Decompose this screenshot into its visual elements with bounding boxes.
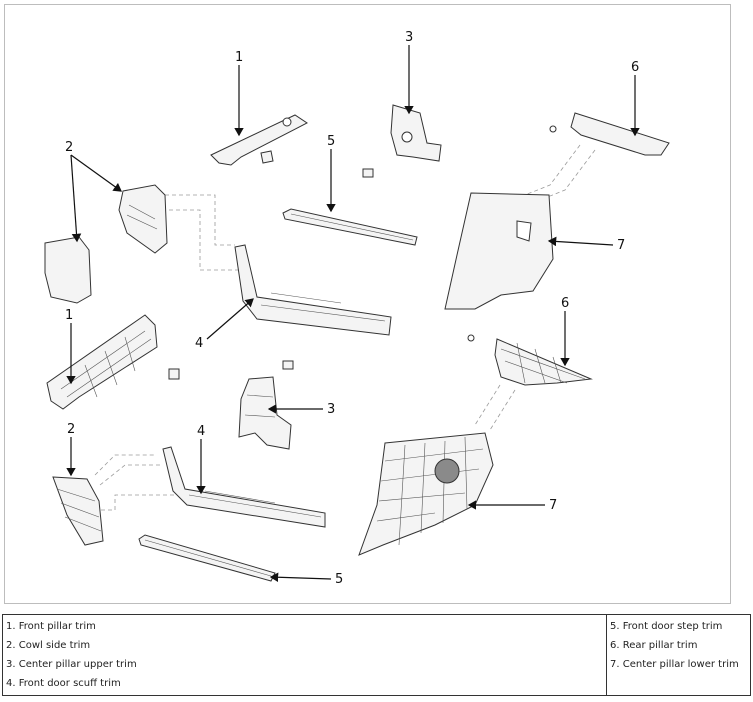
front-pillar-trim-lower [46, 314, 180, 410]
legend-item-3: 3. Center pillar upper trim [6, 659, 137, 670]
center-pillar-upper-trim-top [362, 104, 442, 178]
front-door-scuff-trim-bottom [162, 446, 326, 528]
parts-diagram: 1 3 6 5 2 7 4 1 6 3 7 4 2 5 [4, 4, 731, 604]
diagram-canvas: 1 3 6 5 2 7 4 1 6 3 7 4 2 5 [44, 30, 670, 587]
callout-7-mid: 7 [617, 238, 625, 253]
cowl-side-trim-upper [44, 184, 168, 304]
assembly-guide-lines [80, 144, 596, 511]
center-pillar-upper-trim-lower [238, 360, 294, 450]
cowl-side-trim-lower [52, 476, 104, 546]
legend-row: 1. Front pillar trim 2. Cowl side trim 3… [2, 614, 751, 696]
callout-2-top: 2 [65, 140, 73, 155]
callout-4-low: 4 [197, 424, 205, 439]
front-pillar-trim-top [210, 114, 308, 166]
legend-item-6: 6. Rear pillar trim [610, 640, 698, 651]
callout-1-top: 1 [235, 50, 243, 65]
legend-left-column: 1. Front pillar trim 2. Cowl side trim 3… [2, 614, 607, 696]
callout-3-top: 3 [405, 30, 413, 45]
front-door-scuff-trim-top [234, 244, 392, 336]
center-pillar-lower-trim-bottom [358, 432, 494, 556]
rear-pillar-trim-top [549, 112, 670, 156]
legend-item-5: 5. Front door step trim [610, 621, 723, 632]
callout-4-mid: 4 [195, 336, 203, 351]
legend-right-column: 5. Front door step trim 6. Rear pillar t… [606, 614, 751, 696]
callout-1-mid: 1 [65, 308, 73, 323]
leader-lines [66, 45, 640, 583]
legend-item-4: 4. Front door scuff trim [6, 678, 121, 689]
callout-7-low: 7 [549, 498, 557, 513]
callout-2-low: 2 [67, 422, 75, 437]
callout-5-low: 5 [335, 572, 343, 587]
rear-pillar-trim-lower [467, 334, 593, 386]
front-door-step-trim-bottom [138, 534, 276, 582]
callout-5-top: 5 [327, 134, 335, 149]
center-pillar-lower-trim-top [444, 192, 554, 310]
parts-legend-table: 1. Front pillar trim 2. Cowl side trim 3… [2, 614, 751, 696]
callout-6-top: 6 [631, 60, 639, 75]
legend-item-1: 1. Front pillar trim [6, 621, 96, 632]
front-door-step-trim-top [282, 208, 418, 246]
legend-item-2: 2. Cowl side trim [6, 640, 91, 651]
legend-item-7: 7. Center pillar lower trim [610, 659, 739, 670]
callout-3-mid: 3 [327, 402, 335, 417]
callout-6-mid: 6 [561, 296, 569, 311]
